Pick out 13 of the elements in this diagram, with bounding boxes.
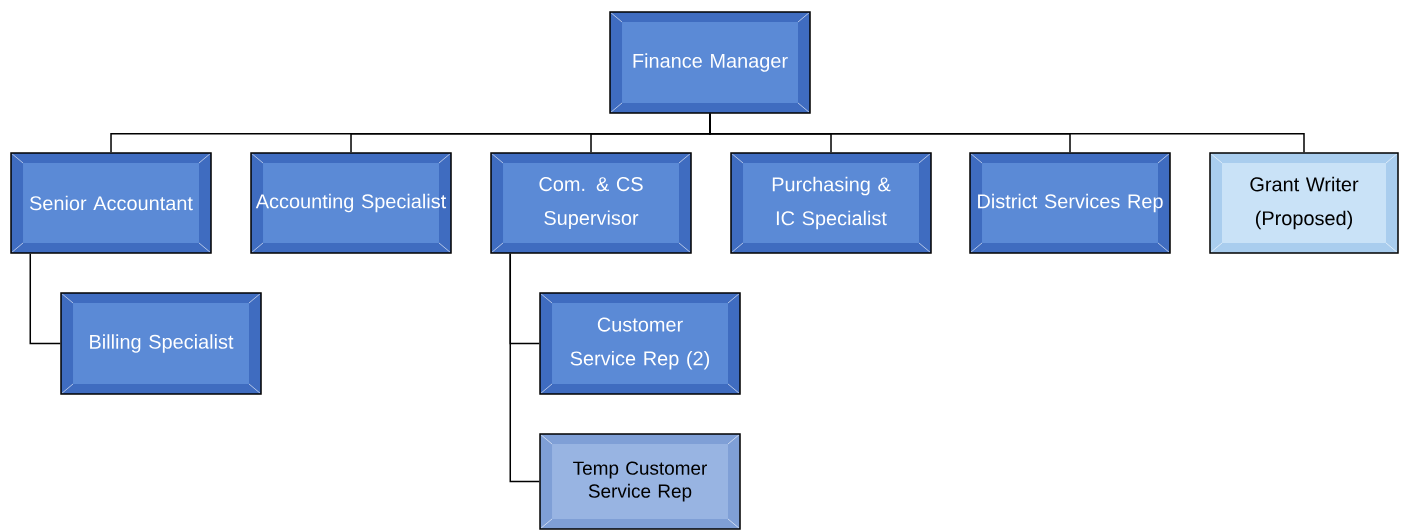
connector-line xyxy=(29,253,61,345)
org-box: Finance Manager xyxy=(609,11,811,114)
org-box: Temp Customer Service Rep xyxy=(539,433,741,530)
connector-line xyxy=(509,253,540,483)
org-box: Accounting Specialist xyxy=(250,152,452,254)
org-box: Senior Accountant xyxy=(10,152,212,254)
connector-line xyxy=(709,113,1305,153)
org-box: Purchasing & IC Specialist xyxy=(730,152,932,254)
org-box: Com. & CS Supervisor xyxy=(490,152,692,254)
org-box: District Services Rep xyxy=(969,152,1171,254)
org-box: Customer Service Rep (2) xyxy=(539,292,741,395)
org-box: Billing Specialist xyxy=(60,292,262,395)
org-box: Grant Writer (Proposed) xyxy=(1209,152,1399,254)
